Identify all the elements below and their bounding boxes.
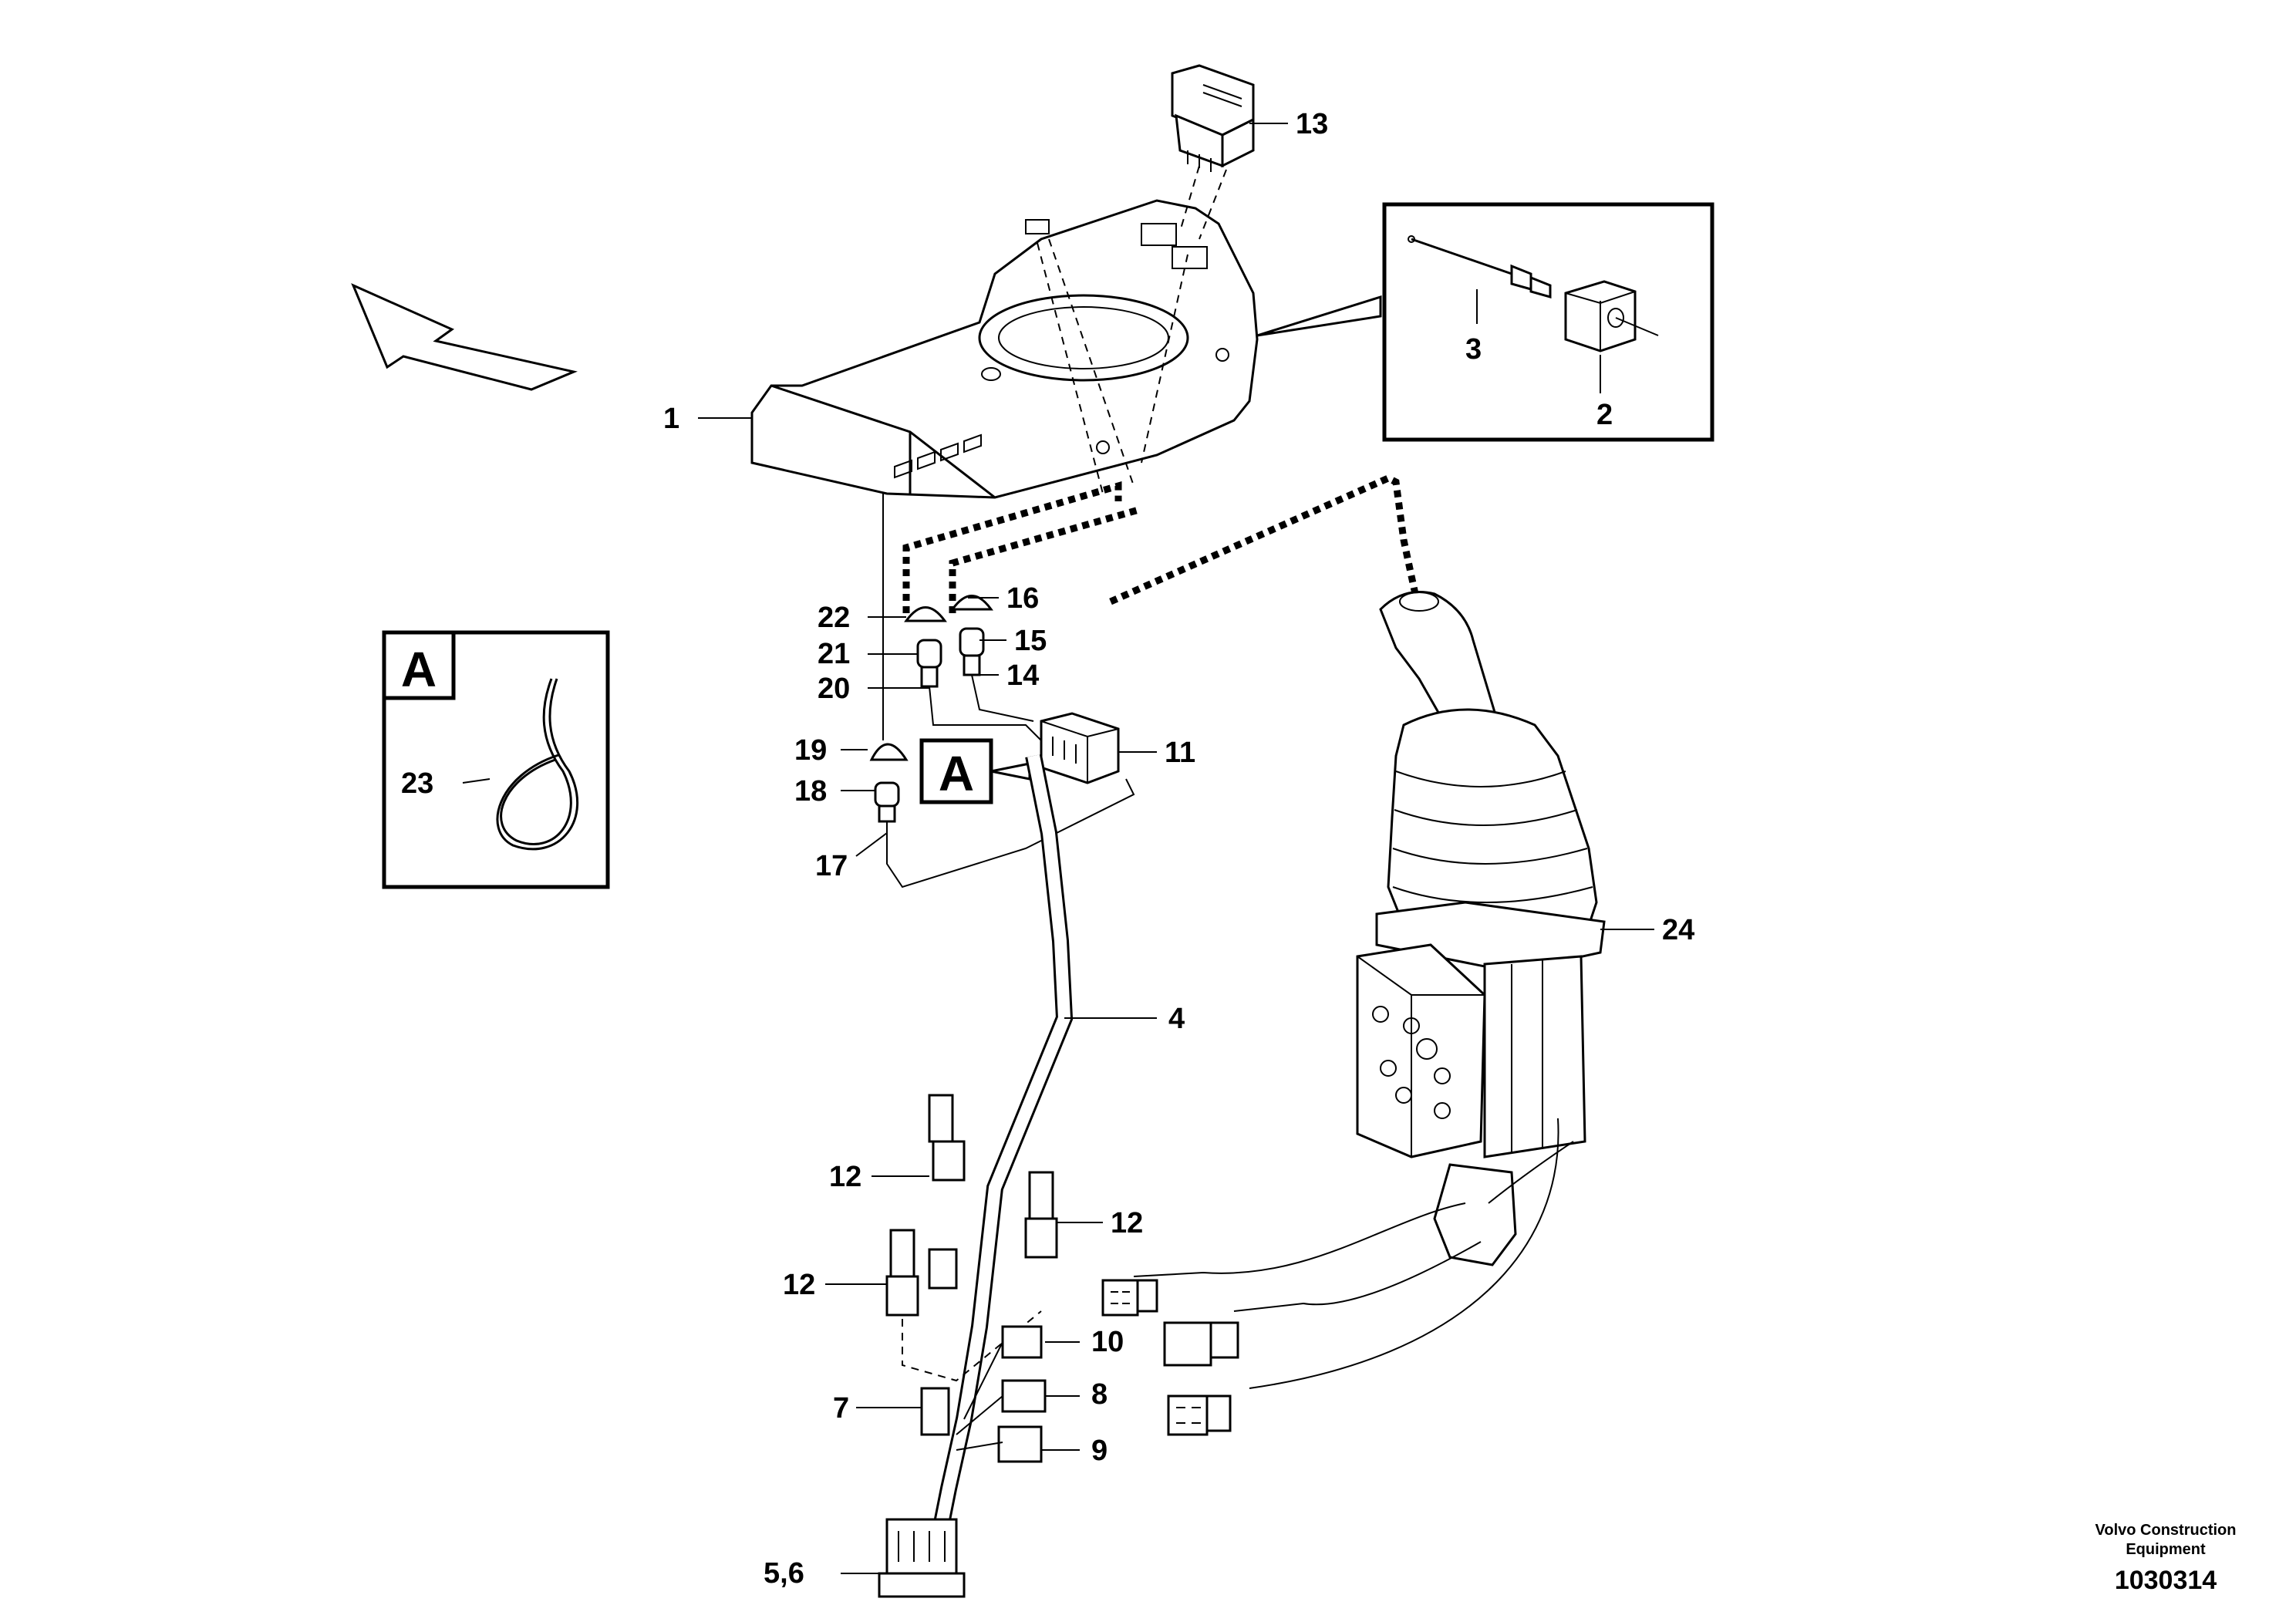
callout-22: 22 bbox=[818, 602, 850, 634]
callout-17: 17 bbox=[815, 850, 848, 882]
callout-4: 4 bbox=[1168, 1003, 1185, 1035]
main-harness bbox=[932, 754, 1074, 1529]
callout-1: 1 bbox=[663, 403, 679, 435]
wiring-reference-line bbox=[902, 474, 1419, 613]
detail-a-box bbox=[382, 630, 610, 889]
joystick-cables bbox=[1101, 1118, 1559, 1436]
callout-2: 2 bbox=[1596, 399, 1613, 431]
rocker-switch bbox=[1171, 64, 1255, 240]
joystick bbox=[1356, 591, 1606, 1266]
callout-15: 15 bbox=[1014, 625, 1047, 657]
detail-marker-letter: A bbox=[939, 746, 974, 801]
callout-3: 3 bbox=[1465, 333, 1482, 366]
callout-23: 23 bbox=[401, 767, 433, 800]
callout-12-c: 12 bbox=[783, 1269, 815, 1301]
callout-13: 13 bbox=[1296, 108, 1328, 140]
callout-11: 11 bbox=[1165, 737, 1195, 769]
callout-10: 10 bbox=[1091, 1326, 1124, 1358]
harness-connectors bbox=[878, 1094, 1058, 1598]
callout-20: 20 bbox=[818, 673, 850, 705]
callout-12-b: 12 bbox=[1111, 1207, 1143, 1239]
footer-company-line2: Equipment bbox=[2126, 1541, 2206, 1558]
callout-24: 24 bbox=[1662, 914, 1694, 946]
callout-21: 21 bbox=[818, 638, 850, 670]
callout-5-6: 5,6 bbox=[764, 1557, 804, 1590]
callout-16: 16 bbox=[1006, 582, 1039, 615]
callout-9: 9 bbox=[1091, 1435, 1108, 1467]
detail-box-letter: A bbox=[401, 642, 437, 697]
footer-company-line1: Volvo Construction bbox=[2095, 1522, 2237, 1539]
switch-caps-group bbox=[869, 494, 1135, 889]
callout-7: 7 bbox=[833, 1392, 849, 1425]
fastener-detail-box bbox=[1256, 202, 1714, 442]
callout-18: 18 bbox=[794, 775, 827, 808]
connector-block bbox=[1040, 712, 1120, 784]
callout-19: 19 bbox=[794, 734, 827, 767]
leader-lines bbox=[698, 123, 1654, 1574]
footer-drawing-number: 1030314 bbox=[2115, 1566, 2217, 1595]
callout-12-a: 12 bbox=[829, 1161, 861, 1193]
callout-14: 14 bbox=[1006, 659, 1039, 692]
callout-8: 8 bbox=[1091, 1378, 1108, 1411]
console-cover bbox=[750, 199, 1259, 499]
direction-arrow-icon bbox=[351, 283, 578, 391]
